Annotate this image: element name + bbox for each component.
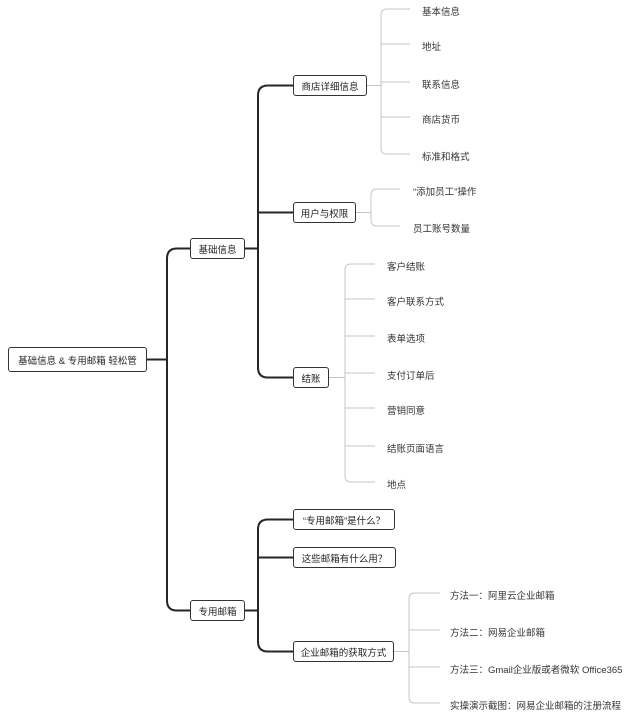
leaf-form-options: 表单选项 bbox=[387, 334, 426, 345]
node-mail-usage: 这些邮箱有什么用？ bbox=[293, 547, 396, 568]
node-users-permissions: 用户与权限 bbox=[293, 202, 356, 223]
leaf-location: 地点 bbox=[387, 480, 407, 491]
node-what-is-dedicated-mail: “专用邮箱”是什么？ bbox=[293, 509, 395, 530]
node-dedicated-mail: 专用邮箱 bbox=[190, 600, 245, 621]
connector-users-trunk bbox=[370, 188, 400, 227]
node-store-details: 商店详细信息 bbox=[293, 75, 367, 96]
leaf-method-2: 方法二：网易企业邮箱 bbox=[450, 628, 546, 639]
node-mail-methods: 企业邮箱的获取方式 bbox=[293, 641, 394, 662]
leaf-customer-contact: 客户联系方式 bbox=[387, 297, 445, 308]
leaf-method-1: 方法一：阿里云企业邮箱 bbox=[450, 591, 555, 602]
leaf-address: 地址 bbox=[422, 42, 442, 53]
leaf-standards-formats: 标准和格式 bbox=[422, 152, 470, 163]
connector-basic-info-trunk bbox=[257, 84, 294, 379]
leaf-store-currency: 商店货币 bbox=[422, 115, 461, 126]
leaf-staff-account-count: 员工账号数量 bbox=[413, 224, 471, 235]
leaf-customer-checkout: 客户结账 bbox=[387, 262, 426, 273]
leaf-add-staff: “添加员工”操作 bbox=[413, 187, 477, 198]
leaf-marketing-consent: 营销同意 bbox=[387, 406, 426, 417]
node-checkout: 结账 bbox=[293, 367, 329, 388]
node-basic-info: 基础信息 bbox=[190, 238, 245, 259]
leaf-contact-info: 联系信息 bbox=[422, 80, 461, 91]
leaf-demo-screenshots: 实操演示截图：网易企业邮箱的注册流程 bbox=[450, 701, 622, 712]
leaf-checkout-language: 结账页面语言 bbox=[387, 444, 445, 455]
leaf-method-3: 方法三：Gmail企业版或者微软 Office365 bbox=[450, 665, 623, 676]
connector-mail-methods-trunk bbox=[408, 592, 440, 704]
leaf-after-payment: 支付订单后 bbox=[387, 371, 435, 382]
leaf-basic-info: 基本信息 bbox=[422, 7, 461, 18]
root-node: 基础信息 & 专用邮箱 轻松管 bbox=[8, 347, 147, 372]
connector-dedicated-mail-trunk bbox=[257, 518, 294, 653]
connector-root-trunk bbox=[166, 247, 191, 612]
